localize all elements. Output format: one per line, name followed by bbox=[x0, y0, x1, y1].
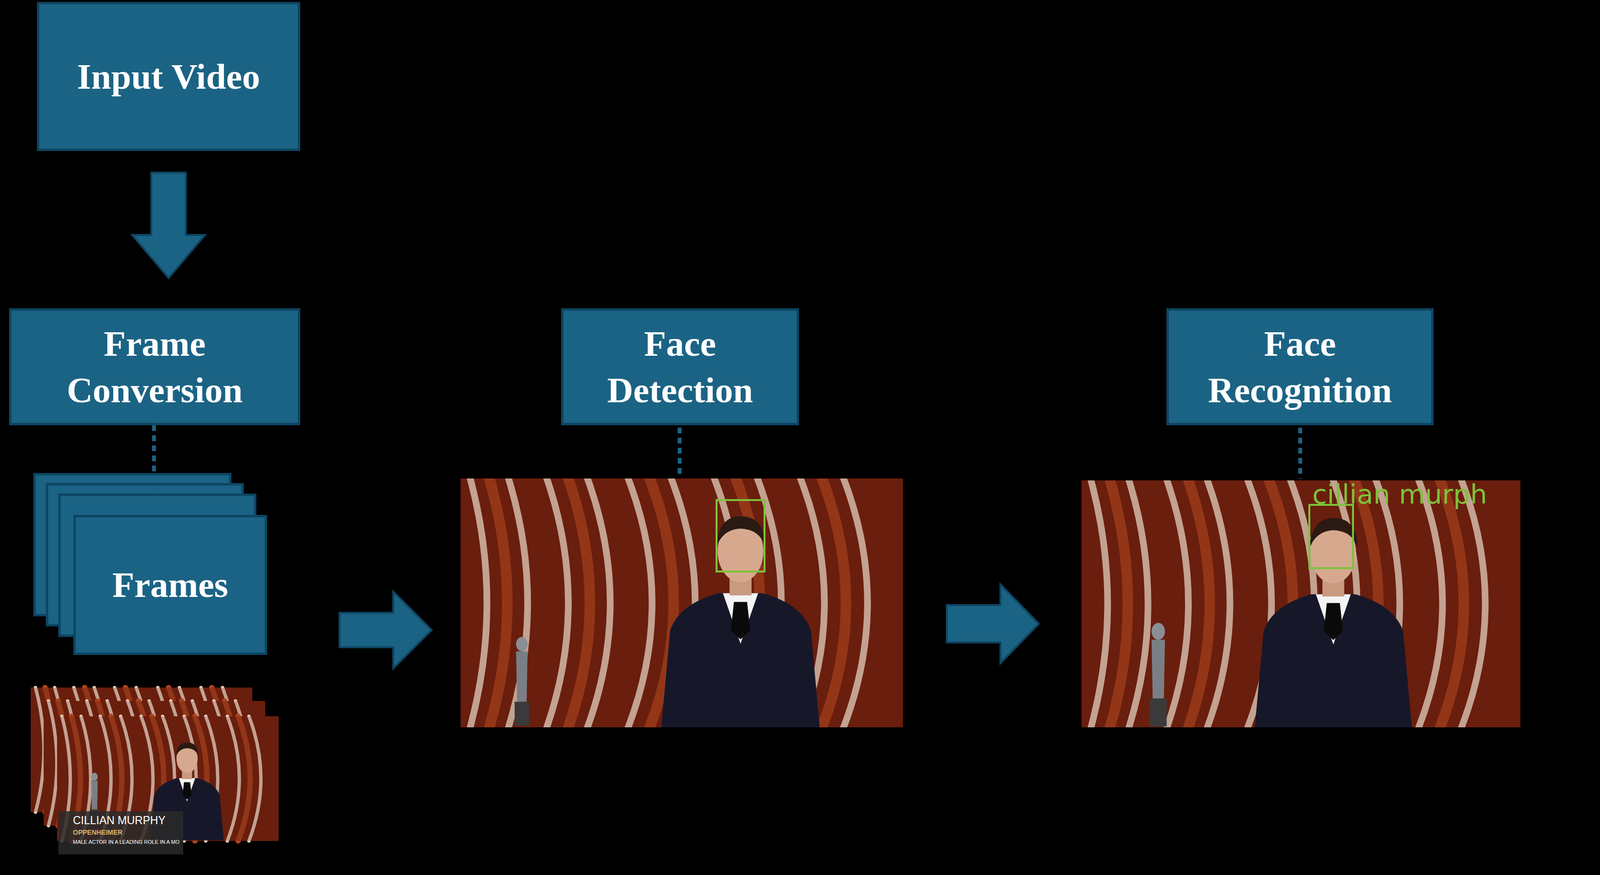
dotted-connector bbox=[152, 425, 156, 516]
box-label: Face Recognition bbox=[1187, 320, 1413, 414]
box-label: Face Detection bbox=[579, 320, 781, 414]
caption-text: CILLIAN MURPHY bbox=[72, 814, 166, 828]
box-label: Frame Conversion bbox=[39, 320, 271, 414]
detection-image bbox=[460, 478, 903, 728]
dotted-leader bbox=[677, 427, 682, 477]
frame-images bbox=[30, 687, 279, 855]
process-box: Face Recognition bbox=[1166, 308, 1434, 426]
block-arrow bbox=[946, 584, 1039, 664]
process-box: Face Detection bbox=[561, 308, 800, 426]
caption-text: MALE ACTOR IN A LEADING ROLE IN A MO bbox=[72, 839, 180, 846]
frames-box: Frames bbox=[73, 515, 268, 656]
box-label: Frames bbox=[112, 561, 229, 609]
caption-text: OPPENHEIMER bbox=[72, 828, 123, 837]
box-label: Input Video bbox=[77, 53, 260, 101]
recognition-image bbox=[1081, 480, 1521, 728]
block-arrow bbox=[339, 591, 432, 669]
recognition-label: cillian murph bbox=[1312, 478, 1488, 510]
process-box: Frame Conversion bbox=[9, 308, 301, 426]
process-box: Input Video bbox=[36, 1, 301, 152]
dotted-leader bbox=[1298, 427, 1303, 479]
block-arrow bbox=[132, 172, 206, 279]
